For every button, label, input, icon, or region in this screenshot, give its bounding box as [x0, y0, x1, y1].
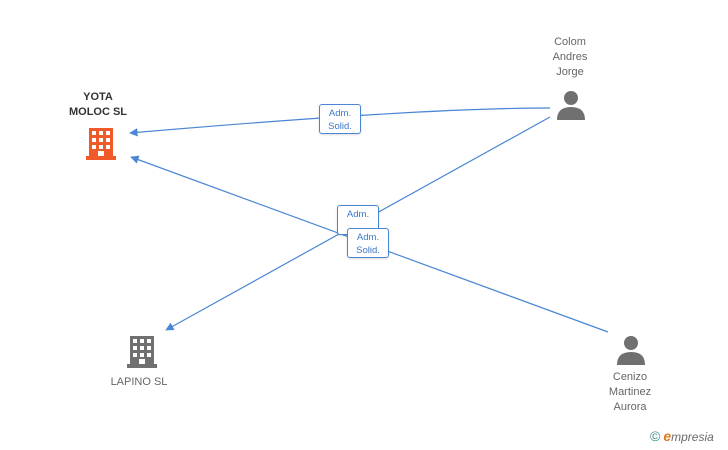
- person-icon[interactable]: [557, 90, 585, 120]
- edge-badge-cenizo-yota[interactable]: Adm. Solid.: [347, 228, 389, 258]
- person-label-cenizo: Cenizo Martinez Aurora: [608, 371, 652, 413]
- brand-logo-text: mpresia: [671, 430, 714, 444]
- building-icon[interactable]: [127, 334, 157, 368]
- building-icon[interactable]: [86, 126, 116, 160]
- edge-badge-colom-yota[interactable]: Adm. Solid.: [319, 104, 361, 134]
- badge-role: Adm.: [346, 209, 370, 220]
- copyright-symbol: ©: [650, 428, 661, 444]
- person-icon[interactable]: [617, 335, 645, 365]
- badge-role-detail: Solid.: [328, 121, 352, 132]
- badge-role-detail: Solid.: [356, 245, 380, 256]
- person-label-colom: Colom Andres Jorge: [552, 36, 588, 78]
- badge-role: Adm.: [328, 108, 352, 119]
- badge-role: Adm.: [356, 232, 380, 243]
- company-label-lapino: LAPINO SL: [110, 376, 168, 388]
- brand-logo-initial: e: [663, 428, 672, 444]
- edge-colom-to-yota: [129, 107, 551, 137]
- company-label-yota: YOTA MOLOC SL: [68, 91, 128, 118]
- footer-brand: © empresia: [650, 428, 714, 444]
- brand-logo[interactable]: empresia: [663, 428, 713, 444]
